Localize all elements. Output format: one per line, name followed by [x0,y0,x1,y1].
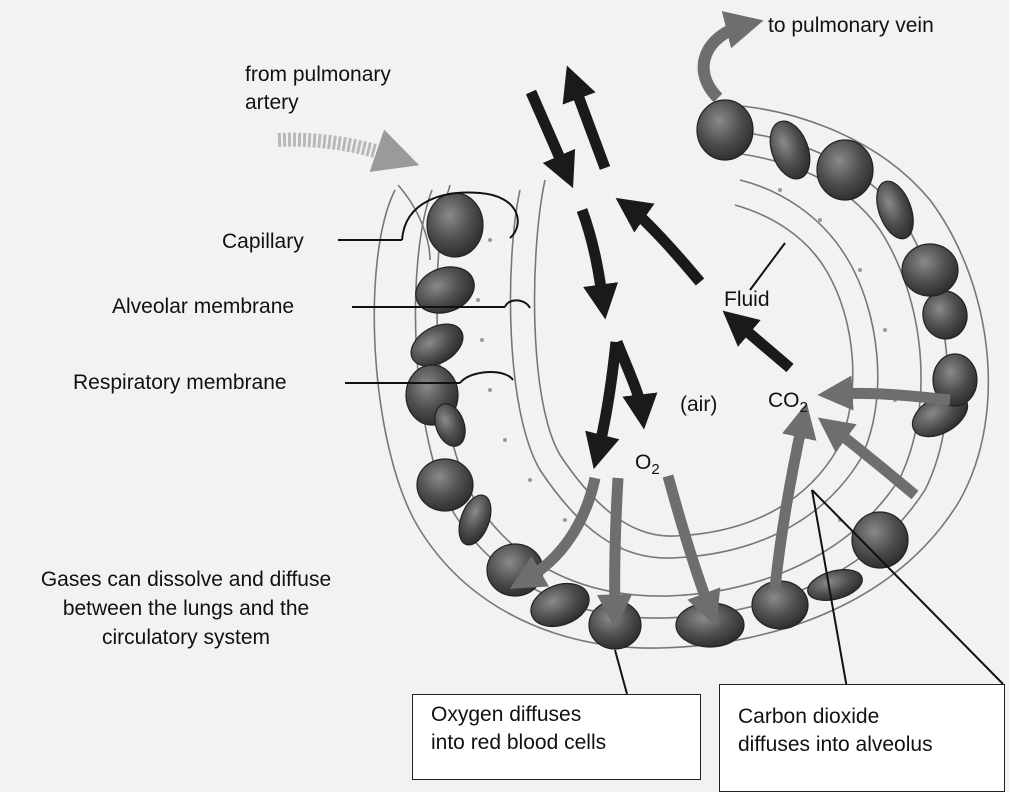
co2-label: CO2 [768,388,808,421]
fluid-label: Fluid [724,287,770,313]
o2-base: O [635,451,651,474]
capillary-label: Capillary [222,229,304,255]
inflow-arrow [278,140,398,158]
from-pulmonary-artery-label-line2: artery [245,90,299,116]
caption-line3: circulatory system [6,625,366,651]
caption-line2: between the lungs and the [6,596,366,622]
co2-subscript: 2 [800,399,808,416]
from-pulmonary-artery-label-line1: from pulmonary [245,62,391,88]
carbon-box-line2: diffuses into alveolus [738,731,990,759]
o2-subscript: 2 [651,461,659,478]
co2-base: CO [768,389,800,412]
alveolar-membrane-label: Alveolar membrane [112,294,294,320]
outflow-arrow [704,25,745,98]
oxygen-box-line2: into red blood cells [431,729,686,757]
air-label: (air) [680,392,717,418]
o2-label: O2 [635,450,660,483]
caption-line1: Gases can dissolve and diffuse [6,567,366,593]
to-pulmonary-vein-label: to pulmonary vein [768,13,934,39]
respiratory-membrane-label: Respiratory membrane [73,370,287,396]
carbon-box-line1: Carbon dioxide [738,703,990,731]
oxygen-box-line1: Oxygen diffuses [431,701,686,729]
oxygen-diffuses-box: Oxygen diffuses into red blood cells [412,694,701,780]
carbon-dioxide-diffuses-box: Carbon dioxide diffuses into alveolus [719,684,1005,792]
